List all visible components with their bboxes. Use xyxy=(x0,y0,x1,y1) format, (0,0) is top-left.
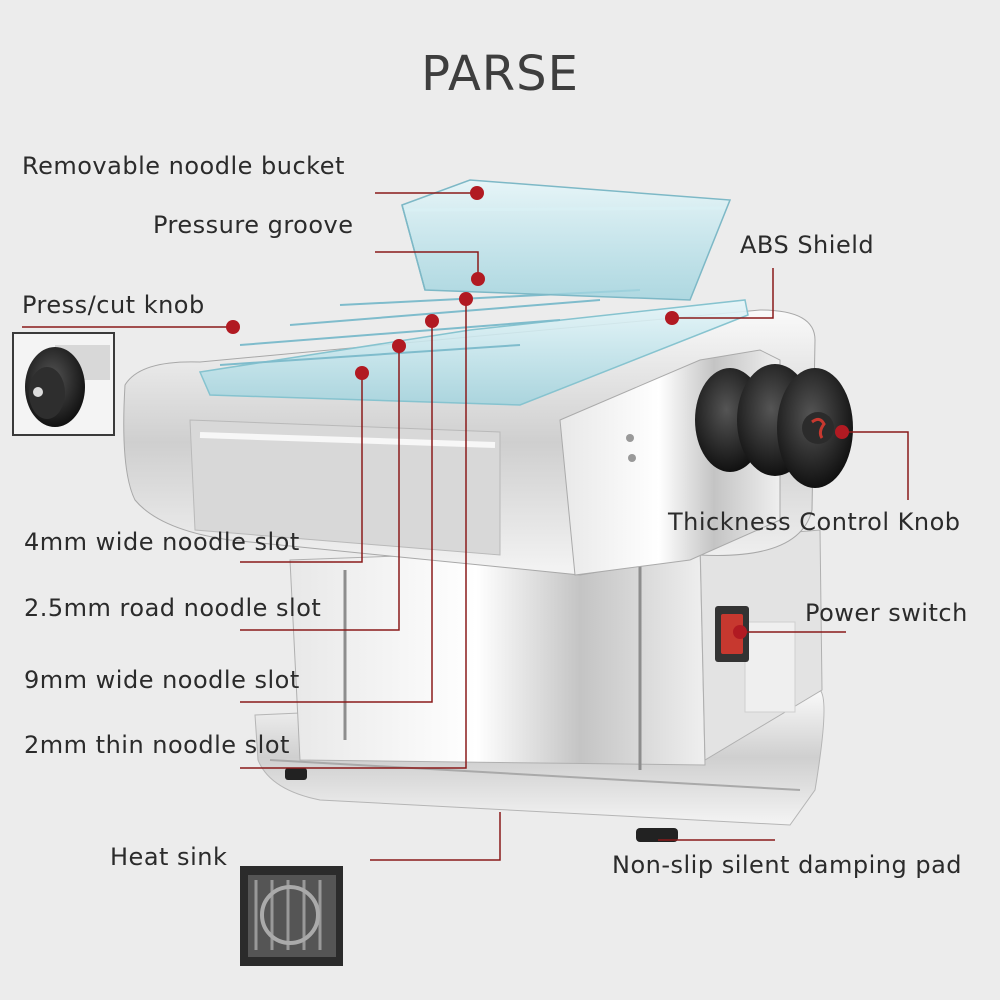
label-damping-pad: Non-slip silent damping pad xyxy=(612,851,963,879)
abs-shield xyxy=(198,299,749,406)
callout-markers xyxy=(226,186,849,639)
heat-sink-inset xyxy=(240,866,343,966)
foot-pad xyxy=(636,828,678,842)
label-slot-2mm: 2mm thin noodle slot xyxy=(24,731,290,759)
press-cut-knob-inset xyxy=(12,332,115,436)
front-face xyxy=(189,419,501,556)
label-power-switch: Power switch xyxy=(805,599,968,627)
label-heat-sink: Heat sink xyxy=(110,843,228,871)
page-title: PARSE xyxy=(421,46,579,102)
foot-left xyxy=(285,768,307,780)
noodle-bucket xyxy=(401,179,732,301)
label-slot-2-5mm: 2.5mm road noodle slot xyxy=(24,594,322,622)
label-slot-4mm: 4mm wide noodle slot xyxy=(24,528,300,556)
label-thickness-knob: Thickness Control Knob xyxy=(668,508,961,536)
body-pillar xyxy=(289,544,706,766)
label-pressure-groove: Pressure groove xyxy=(153,211,354,239)
label-abs-shield: ABS Shield xyxy=(740,231,875,259)
label-press-cut-knob: Press/cut knob xyxy=(22,291,205,319)
label-noodle-bucket: Removable noodle bucket xyxy=(22,152,345,180)
label-slot-9mm: 9mm wide noodle slot xyxy=(24,666,300,694)
leader-lines xyxy=(22,192,909,861)
